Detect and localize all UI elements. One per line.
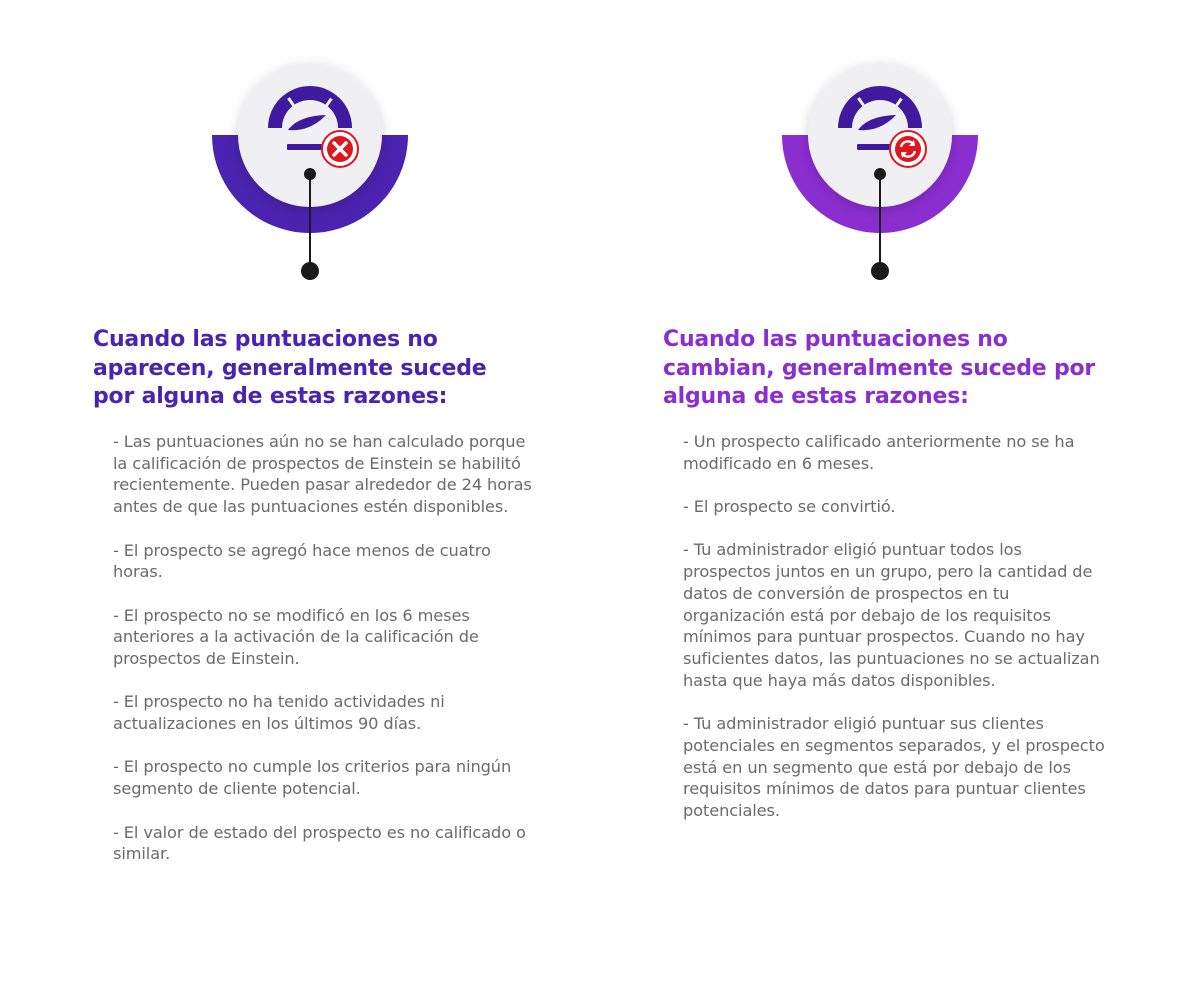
reason-item: - El prospecto no ha tenido actividades …: [113, 692, 445, 734]
reason-item: - Las puntuaciones aún no se han calcula…: [113, 432, 532, 517]
scores-not-appearing-section: Cuando las puntuaciones no aparecen, gen…: [0, 0, 600, 1001]
reason-item: - El prospecto no se modificó en los 6 m…: [113, 605, 479, 668]
reason-item: - El prospecto se convirtió.: [683, 497, 896, 517]
reason-item: - Tu administrador eligió puntuar todos …: [683, 540, 1100, 690]
reason-item: - El valor de estado del prospecto es no…: [113, 822, 526, 864]
section-heading: Cuando las puntuaciones no cambian, gene…: [663, 327, 1096, 409]
reasons-list: - Un prospecto calificado anteriormente …: [683, 431, 1113, 843]
reason-item: - El prospecto no cumple los criterios p…: [113, 757, 512, 799]
section-heading: Cuando las puntuaciones no aparecen, gen…: [93, 327, 487, 409]
emblem-disc: [238, 63, 382, 207]
scores-missing-emblem: [212, 63, 408, 280]
reasons-list: - Las puntuaciones aún no se han calcula…: [113, 431, 543, 887]
connector-line: [871, 168, 889, 280]
reason-item: - El prospecto se agregó hace menos de c…: [113, 540, 491, 582]
refresh-icon: [889, 130, 927, 168]
scores-stale-emblem: [782, 63, 978, 280]
scores-not-changing-section: Cuando las puntuaciones no cambian, gene…: [570, 0, 1170, 1001]
reason-item: - Tu administrador eligió puntuar sus cl…: [683, 714, 1105, 820]
reason-item: - Un prospecto calificado anteriormente …: [683, 432, 1075, 473]
emblem-disc: [808, 63, 952, 207]
x-mark-icon: [321, 130, 359, 168]
connector-line: [301, 168, 319, 280]
